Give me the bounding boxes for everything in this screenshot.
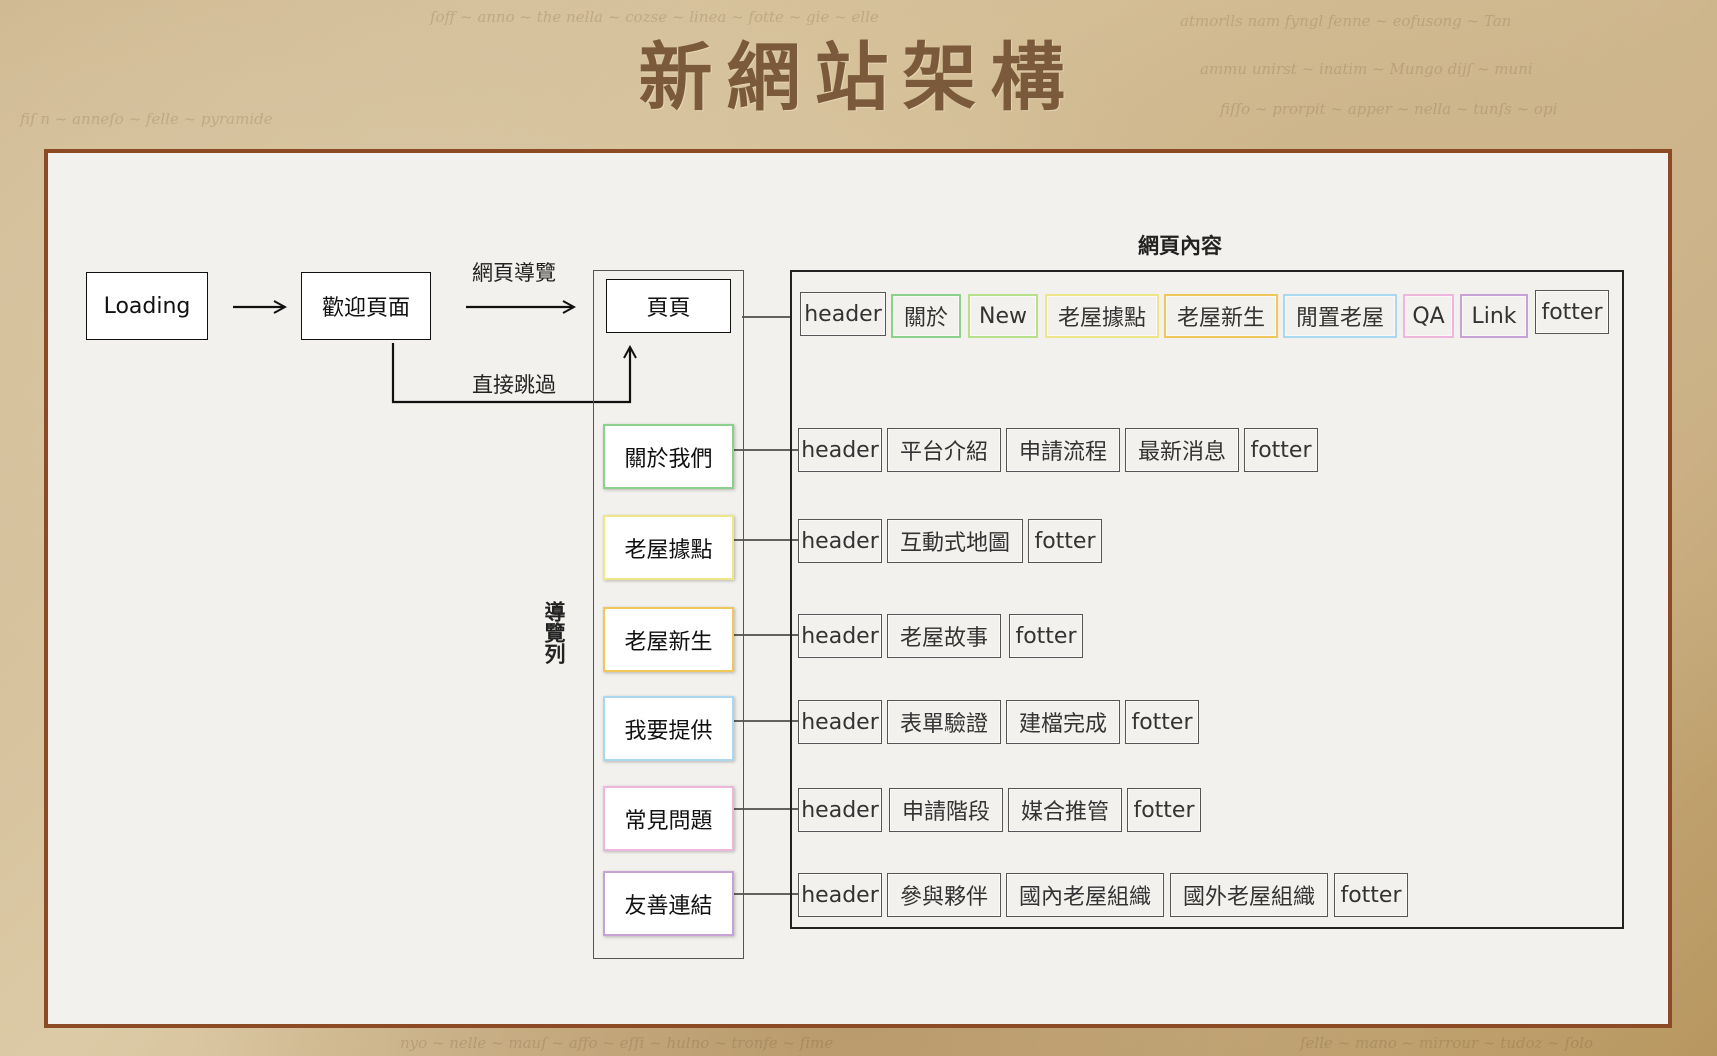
loading-box: Loading — [86, 272, 208, 340]
chip-home-idle-houses: 閒置老屋 — [1283, 294, 1397, 338]
chip-footer: fotter — [1125, 700, 1199, 744]
home-page-box: 頁頁 — [606, 279, 731, 333]
chip-home-rebirth: 老屋新生 — [1164, 294, 1278, 338]
chip-footer: fotter — [1334, 873, 1408, 917]
chip-footer: fotter — [1244, 428, 1318, 472]
nav-column-label: 導覽列 — [542, 601, 566, 664]
chip-header: header — [798, 519, 882, 563]
nav-item-old-house-locations: 老屋據點 — [603, 515, 734, 580]
arrow-skip-to-home — [391, 343, 630, 404]
chip-home-about: 關於 — [891, 294, 961, 338]
chip-platform-intro: 平台介紹 — [887, 428, 1001, 472]
chip-house-stories: 老屋故事 — [887, 614, 1001, 658]
chip-footer: fotter — [1028, 519, 1102, 563]
content-label: 網頁內容 — [1138, 234, 1222, 258]
chip-interactive-map: 互動式地圖 — [887, 519, 1023, 563]
chip-partners: 參與夥伴 — [887, 873, 1001, 917]
chip-header: header — [798, 614, 882, 658]
chip-record-complete: 建檔完成 — [1006, 700, 1120, 744]
chip-home-new: New — [968, 294, 1038, 338]
chip-latest-news: 最新消息 — [1125, 428, 1239, 472]
chip-form-validation: 表單驗證 — [887, 700, 1001, 744]
chip-home-qa: QA — [1403, 294, 1454, 338]
nav-item-faq: 常見問題 — [603, 786, 734, 851]
chip-application-stage: 申請階段 — [889, 788, 1003, 832]
nav-column-frame — [593, 270, 744, 959]
chip-domestic-organizations: 國內老屋組織 — [1006, 873, 1164, 917]
welcome-page-box: 歡迎頁面 — [301, 272, 431, 340]
connector-layer — [233, 153, 800, 895]
page-title: 新網站架構 — [638, 35, 1079, 121]
nav-item-old-house-rebirth: 老屋新生 — [603, 607, 734, 672]
chip-header: header — [798, 788, 882, 832]
chip-header: header — [798, 700, 882, 744]
nav-arrow-label: 網頁導覽 — [472, 261, 556, 285]
chip-home-header: header — [800, 292, 886, 336]
chip-footer: fotter — [1009, 614, 1083, 658]
chip-application-process: 申請流程 — [1006, 428, 1120, 472]
chip-home-locations: 老屋據點 — [1045, 294, 1159, 338]
chip-foreign-organizations: 國外老屋組織 — [1170, 873, 1328, 917]
nav-item-friendly-links: 友善連結 — [603, 871, 734, 936]
diagram-board: Loading 歡迎頁面 網頁導覽 直接跳過 頁頁 導覽列 關於我們 老屋據點 … — [44, 149, 1672, 1028]
nav-item-about: 關於我們 — [603, 424, 734, 489]
chip-header: header — [798, 428, 882, 472]
chip-header: header — [798, 873, 882, 917]
chip-home-footer: fotter — [1535, 290, 1609, 334]
chip-matching-management: 媒合推管 — [1008, 788, 1122, 832]
content-frame — [790, 270, 1624, 929]
nav-item-provide: 我要提供 — [603, 696, 734, 761]
skip-label: 直接跳過 — [472, 373, 556, 397]
chip-home-link: Link — [1460, 294, 1528, 338]
chip-footer: fotter — [1127, 788, 1201, 832]
